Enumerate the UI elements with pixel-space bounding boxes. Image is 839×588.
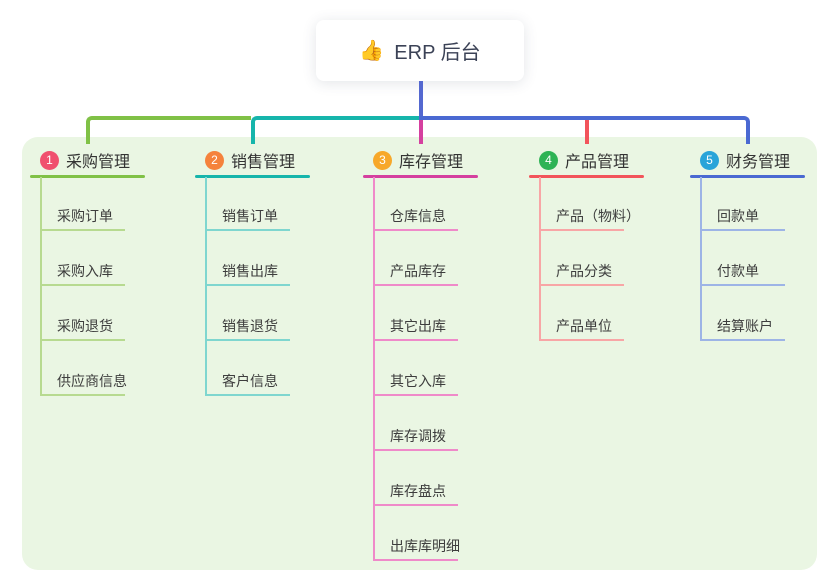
thumbs-up-icon: 👍 [359,40,385,62]
root-node-title: ERP 后台 [394,42,481,64]
child-node[interactable]: 出库库明细 [390,538,460,554]
child-node[interactable]: 产品单位 [556,318,612,334]
child-underline [373,559,458,561]
branch-trunk-line [205,177,207,396]
branch-number-badge: 2 [205,150,224,170]
child-node[interactable]: 回款单 [717,208,759,224]
child-node[interactable]: 采购订单 [57,208,113,224]
child-node[interactable]: 库存调拨 [390,428,446,444]
connector-branch2-elbow [250,116,419,144]
branch-trunk-line [539,177,541,341]
child-underline [700,284,785,286]
mindmap-panel [22,137,817,570]
child-node[interactable]: 其它出库 [390,318,446,334]
child-node[interactable]: 结算账户 [717,318,773,334]
connector-branch1-elbow [85,116,251,144]
branch-heading[interactable]: 1 采购管理 [40,150,131,171]
branch-trunk-line [373,177,375,561]
child-underline [40,394,125,396]
branch-number-badge: 3 [373,150,392,170]
child-node[interactable]: 产品库存 [390,263,446,279]
child-node[interactable]: 产品分类 [556,263,612,279]
branch-heading[interactable]: 5 财务管理 [700,150,791,171]
branch-number-badge: 1 [40,150,59,170]
branch-heading[interactable]: 4 产品管理 [539,150,630,171]
child-underline [205,284,290,286]
child-node[interactable]: 销售退货 [222,318,278,334]
child-underline [40,339,125,341]
child-underline [373,449,458,451]
branch-number-badge: 4 [539,150,558,170]
branch-label: 销售管理 [231,154,296,171]
connector-branch4-drop [584,120,589,144]
branch-number-badge: 5 [700,150,719,170]
child-underline [205,229,290,231]
branch-label: 采购管理 [66,154,131,171]
branch-trunk-line [700,177,702,341]
child-node[interactable]: 付款单 [717,263,759,279]
child-underline [539,229,624,231]
child-node[interactable]: 仓库信息 [390,208,446,224]
branch-trunk-line [40,177,42,396]
child-underline [539,284,624,286]
connector-branch3-drop [418,120,423,144]
branch-heading-underline [195,175,310,178]
child-underline [700,229,785,231]
branch-label: 产品管理 [565,154,630,171]
connector-branch5-elbow [418,116,750,144]
child-node[interactable]: 采购入库 [57,263,113,279]
child-underline [373,339,458,341]
child-node[interactable]: 销售订单 [222,208,278,224]
child-underline [373,504,458,506]
child-node[interactable]: 供应商信息 [57,373,127,389]
child-underline [700,339,785,341]
branch-heading-underline [30,175,145,178]
child-underline [205,339,290,341]
child-underline [205,394,290,396]
branch-heading-underline [363,175,478,178]
child-node[interactable]: 销售出库 [222,263,278,279]
child-node[interactable]: 产品（物料） [556,208,640,224]
child-node[interactable]: 库存盘点 [390,483,446,499]
child-underline [40,284,125,286]
branch-heading-underline [690,175,805,178]
child-underline [539,339,624,341]
branch-label: 财务管理 [726,154,791,171]
child-underline [373,394,458,396]
child-underline [40,229,125,231]
connector-root-vertical [418,81,423,116]
child-underline [373,284,458,286]
child-node[interactable]: 其它入库 [390,373,446,389]
child-node[interactable]: 采购退货 [57,318,113,334]
branch-label: 库存管理 [399,154,464,171]
branch-heading-underline [529,175,644,178]
child-node[interactable]: 客户信息 [222,373,278,389]
root-node-erp[interactable]: 👍 ERP 后台 [316,20,524,81]
child-underline [373,229,458,231]
branch-heading[interactable]: 2 销售管理 [205,150,296,171]
branch-heading[interactable]: 3 库存管理 [373,150,464,171]
